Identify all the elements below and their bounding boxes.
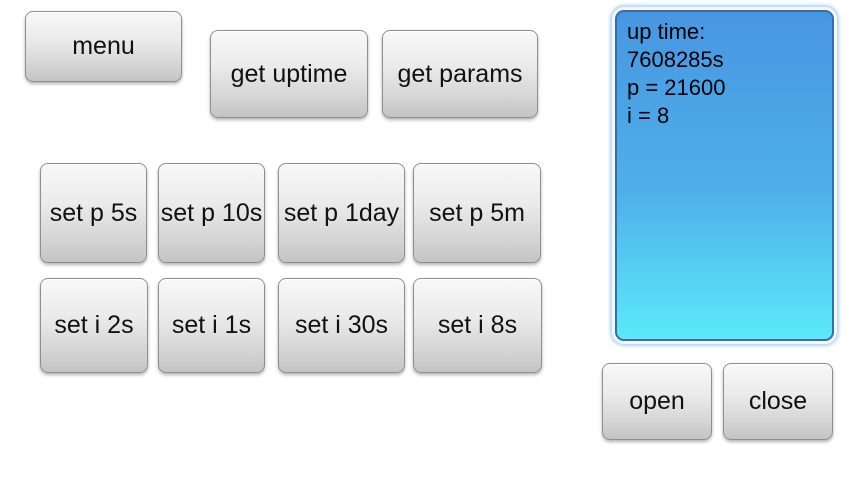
open-button[interactable]: open [602,363,712,440]
menu-button[interactable]: menu [25,11,182,82]
i-value-line: i = 8 [627,103,670,128]
set-i-1s-button[interactable]: set i 1s [158,278,265,373]
set-p-5m-button[interactable]: set p 5m [413,163,541,263]
set-i-30s-button[interactable]: set i 30s [278,278,405,373]
set-p-10s-button[interactable]: set p 10s [158,163,265,263]
set-i-2s-button[interactable]: set i 2s [40,278,148,373]
p-value-line: p = 21600 [627,75,726,100]
status-panel: up time: 7608285s p = 21600 i = 8 [615,10,834,341]
get-params-button[interactable]: get params [382,30,538,118]
set-i-8s-button[interactable]: set i 8s [413,278,542,373]
set-p-5s-button[interactable]: set p 5s [40,163,147,263]
uptime-label: up time: [627,19,706,44]
set-p-1day-button[interactable]: set p 1day [278,163,405,263]
get-uptime-button[interactable]: get uptime [210,30,368,118]
uptime-value: 7608285s [627,47,724,72]
close-button[interactable]: close [723,363,833,440]
